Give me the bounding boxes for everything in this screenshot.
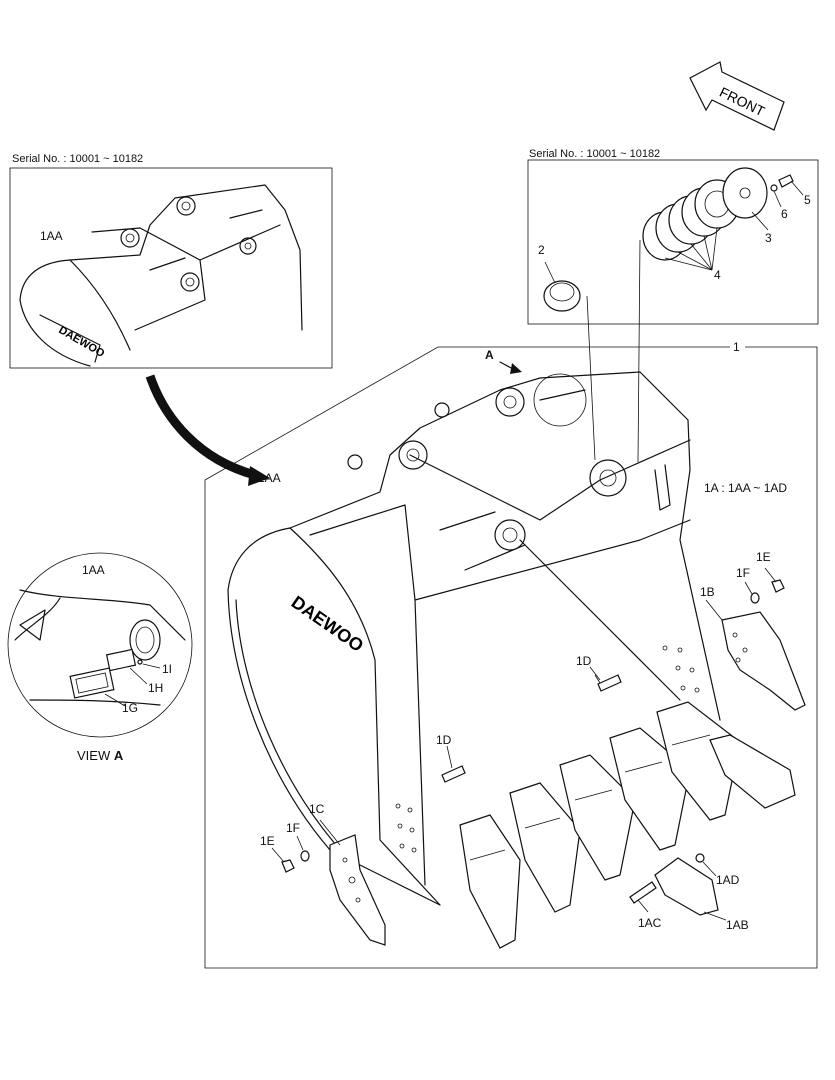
lock-ring-icon: [695, 853, 705, 863]
front-arrow-icon: FRONT: [689, 61, 785, 131]
part-label-1e-right: 1E: [756, 550, 771, 564]
inset-right-frame: [527, 159, 819, 325]
inset-left-label-1aa: 1AA: [40, 229, 63, 243]
view-a-circle: [7, 552, 193, 738]
bolt-icon: [778, 174, 794, 188]
bucket-teeth: [459, 701, 796, 949]
range-note: 1A : 1AA ~ 1AD: [704, 481, 788, 495]
view-a-caption: VIEW A: [77, 749, 123, 763]
nameplate-icon: [69, 667, 115, 699]
part-label-1ad: 1AD: [716, 873, 740, 887]
view-a-label-1g: 1G: [122, 701, 139, 715]
part-label-3: 3: [765, 231, 772, 245]
part-label-6: 6: [781, 207, 788, 221]
part-label-1c: 1C: [309, 802, 325, 816]
part-label-1f-right: 1F: [736, 566, 751, 580]
view-a-marker: A: [485, 348, 494, 362]
part-label-1ab: 1AB: [726, 918, 749, 932]
washer-icon: [750, 592, 760, 604]
part-label-1e-left: 1E: [260, 834, 275, 848]
part-label-4: 4: [714, 268, 721, 282]
part-label-1b: 1B: [700, 585, 715, 599]
tooth-icon: [709, 734, 796, 809]
inset-left-logo: DAEWOO: [57, 324, 107, 360]
inset-right-parts: [543, 167, 804, 463]
inset-pointer: [145, 374, 257, 480]
view-a-caption-letter: A: [113, 748, 124, 763]
bushing-icon: [543, 280, 581, 312]
inset-right-serial: Serial No. : 10001 ~ 10182: [529, 148, 661, 160]
part-label-1d-left: 1D: [436, 733, 452, 747]
washer-icon: [300, 850, 310, 862]
inset-left-serial: Serial No. : 10001 ~ 10182: [12, 153, 144, 165]
part-label-1: 1: [733, 340, 740, 354]
tooth-icon: [656, 701, 741, 821]
main-label-1aa: 1AA: [258, 471, 281, 485]
plate-small-icon: [105, 648, 137, 672]
tooth-icon: [459, 814, 521, 949]
view-a-label-1aa: 1AA: [82, 563, 105, 577]
bolt-icon: [441, 765, 466, 783]
inset-left-frame: [9, 167, 333, 369]
part-label-1ac: 1AC: [638, 916, 662, 930]
part-label-5: 5: [804, 193, 811, 207]
nut-icon: [281, 859, 295, 873]
washer-icon: [770, 184, 778, 192]
bolt-icon: [597, 674, 622, 692]
view-a-label-1i: 1I: [162, 662, 173, 676]
side-cutter-right: [721, 611, 806, 711]
tooth-icon: [509, 782, 581, 913]
view-a-label-1h: 1H: [148, 681, 164, 695]
part-label-2: 2: [538, 243, 545, 257]
nut-icon: [771, 579, 785, 593]
view-a-caption-word: VIEW: [77, 748, 111, 763]
main-frame: [204, 346, 818, 969]
main-logo: DAEWOO: [288, 592, 367, 656]
inset-left-bucket: DAEWOO: [19, 184, 303, 367]
pin-icon: [629, 881, 657, 904]
side-cutter-left: [329, 834, 386, 946]
plate-icon: [722, 167, 768, 219]
view-a-detail: [14, 589, 186, 707]
tooth-icon: [559, 754, 636, 881]
part-label-1d-right: 1D: [576, 654, 592, 668]
part-label-1f-left: 1F: [286, 821, 301, 835]
adapter-tooth-icon: [654, 857, 719, 916]
hardware: [271, 567, 785, 921]
